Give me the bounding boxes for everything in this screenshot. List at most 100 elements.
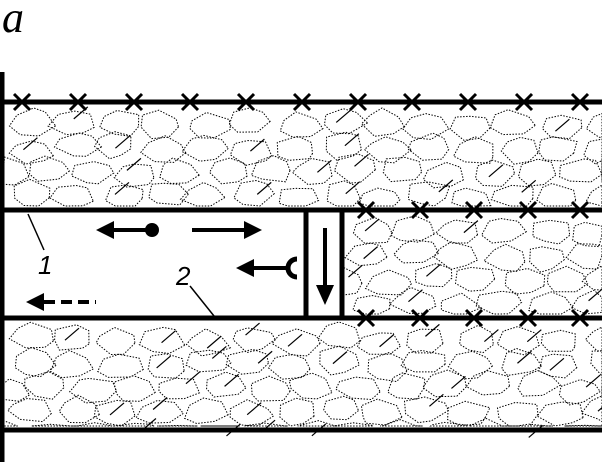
rock-grain [407,181,451,207]
rock-fracture [438,179,454,193]
rock-grain [475,290,523,315]
rock-grain [564,424,602,427]
rock-fracture [517,350,532,364]
rock-grain [233,179,275,207]
rock-grain [358,187,401,207]
rock-grain [584,326,602,352]
rock-grain [459,324,494,354]
rock-fracture [345,181,361,195]
rock-grain [422,161,464,189]
rock-grain [559,158,602,183]
cross-mark-icon [180,92,200,112]
cross-marks [12,92,590,328]
rock-fracture [488,164,504,178]
rock-grain [440,292,483,315]
rock-grain [585,112,602,139]
rock-grain [185,328,232,357]
rock-grain [422,369,467,398]
rock-grain [387,372,426,400]
rock-fracture [287,333,303,347]
rock-grain [71,422,113,427]
rock-grain [244,422,288,427]
rock-grain [317,321,361,349]
rock-grain [14,346,57,378]
callout-label-2: 2 [175,261,191,291]
rock-grain [402,113,450,140]
rock-grain [8,107,57,137]
rock-fracture [354,153,369,167]
rock-grain [580,395,602,423]
rock-grain [480,217,528,244]
rock-fracture [257,350,273,364]
rock-grain [228,107,271,133]
rock-grain [157,424,198,427]
rock-fracture [211,345,227,359]
rock-grain [250,375,291,402]
rock-grain [447,350,494,380]
rock-fracture [23,137,38,151]
dashed-arrow-left-icon [26,293,96,311]
rock-grain [352,216,393,244]
rock-grain [379,419,423,427]
rock-grain [291,157,333,186]
rock-grain [517,158,557,187]
rock-grain [536,182,577,207]
rock-grain [403,396,450,424]
rock-grain [447,400,491,426]
rock-grain [54,324,90,351]
rock-grain [343,266,363,296]
rock-grain [13,178,51,207]
rock-fracture [588,288,602,302]
rock-grain [406,328,444,354]
cross-mark-icon [570,92,590,112]
rock-grain [352,294,391,315]
rock-grain [267,353,311,380]
cross-mark-icon [464,308,484,328]
rock-grain [279,397,315,427]
rock-grain [179,181,226,207]
cross-mark-icon [68,92,88,112]
cross-mark-icon [514,92,534,112]
rock-grain [31,423,73,427]
rock-grain [159,157,200,185]
rock-grain [332,422,374,427]
rock-grain [24,371,65,400]
rock-grain [271,328,321,357]
rock-grain [58,394,100,424]
rock-grain [496,401,539,427]
rock-grain [581,265,602,291]
rock-fracture [426,263,441,277]
rock-grain [225,348,270,375]
rock-grain [414,263,453,288]
rock-grain [435,219,479,244]
rock-grain [451,187,492,207]
rock-grain [49,349,95,379]
rock-grain [483,243,526,272]
rock-fracture [463,220,479,234]
rock-fracture [429,393,444,407]
rock-grain [323,108,369,135]
callout-label-1: 1 [38,250,52,280]
rock-grain [323,395,360,421]
rock-fracture [549,357,565,371]
rock-grain [546,265,589,293]
rock-grain [47,110,95,136]
rock-grain [540,329,576,352]
cross-mark-icon [236,92,256,112]
rock-grain [538,136,578,162]
rock-grain [452,136,494,164]
rock-fracture [256,181,272,195]
rock-grain [140,135,187,163]
rock-grain [189,111,231,139]
rock-fracture [224,373,239,387]
cross-mark-icon [570,200,590,220]
rock-texture [3,106,602,438]
rock-grain [8,321,54,349]
rock-grain [53,132,103,157]
rock-grain [468,417,511,427]
rock-fracture [483,329,499,343]
rock-grain [449,115,491,141]
cross-mark-icon [348,92,368,112]
rock-fracture [379,334,394,348]
rock-grain [501,347,543,377]
